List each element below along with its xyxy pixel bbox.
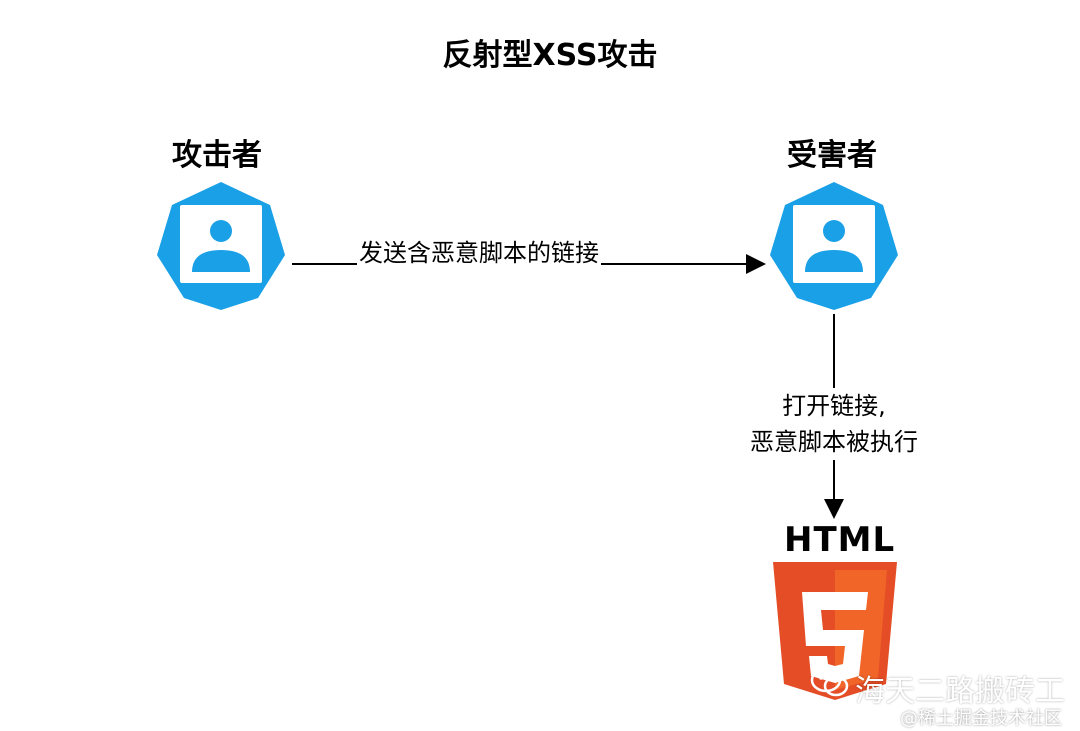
victim-node [770,182,898,310]
user-icon [805,220,863,272]
html5-five-glyph [802,592,868,683]
edge-label-send-link: 发送含恶意脚本的链接 [357,233,601,268]
victim-label: 受害者 [787,138,877,173]
edge-label-line-1: 打开链接, [782,392,886,420]
user-icon [192,220,250,272]
edge-label-open-link: 打开链接, 恶意脚本被执行 [724,388,944,460]
edge-label-line-2: 恶意脚本被执行 [750,428,918,456]
html5-logo [773,562,897,700]
watermark-community: @稀土掘金技术社区 [900,708,1062,729]
wechat-icon [810,666,850,700]
html-label: HTML [784,520,896,560]
watermark-author: 海天二路搬砖工 [855,674,1065,709]
attacker-node [157,182,285,310]
attacker-label: 攻击者 [172,138,262,173]
diagram-title: 反射型XSS攻击 [442,38,658,73]
